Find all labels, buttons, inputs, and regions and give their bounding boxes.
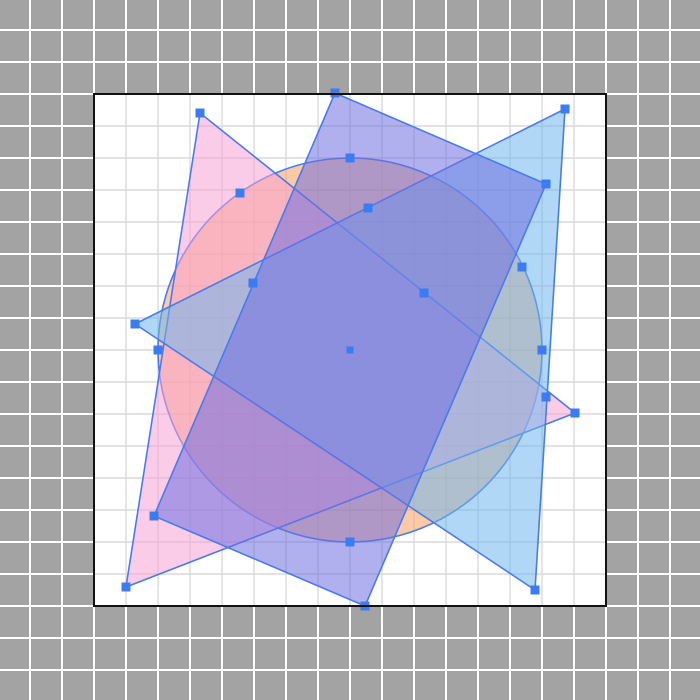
resize-handle[interactable] [130, 319, 140, 329]
resize-handle[interactable] [345, 153, 355, 163]
resize-handle[interactable] [517, 262, 527, 272]
resize-handle[interactable] [541, 179, 551, 189]
resize-handle[interactable] [530, 585, 540, 595]
center-handle[interactable] [346, 346, 354, 354]
resize-handle[interactable] [419, 288, 429, 298]
resize-handle[interactable] [570, 408, 580, 418]
artboard-border [93, 93, 607, 607]
resize-handle[interactable] [235, 188, 245, 198]
resize-handle[interactable] [153, 345, 163, 355]
resize-handle[interactable] [537, 345, 547, 355]
resize-handle[interactable] [149, 511, 159, 521]
resize-handle[interactable] [345, 537, 355, 547]
selection-handles[interactable] [121, 88, 580, 611]
resize-handle[interactable] [195, 108, 205, 118]
resize-handle[interactable] [121, 582, 131, 592]
resize-handle[interactable] [248, 278, 258, 288]
resize-handle[interactable] [541, 392, 551, 402]
resize-handle[interactable] [363, 203, 373, 213]
resize-handle[interactable] [560, 104, 570, 114]
